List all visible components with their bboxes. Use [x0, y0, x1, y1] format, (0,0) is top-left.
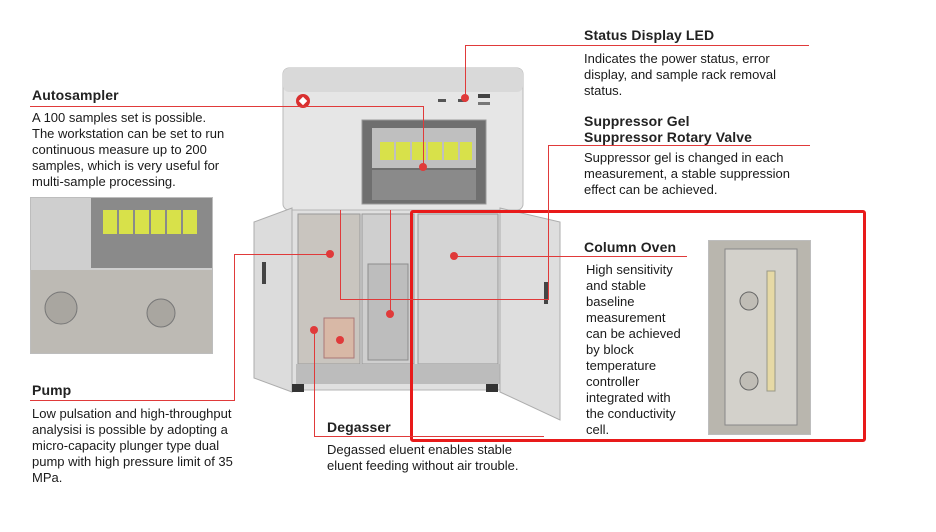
column-oven-highlight — [410, 210, 866, 442]
lower-cabinet — [253, 207, 561, 421]
autosampler-title: Autosampler — [32, 87, 119, 103]
top-unit — [282, 67, 524, 211]
column-oven-inset-photo — [708, 240, 811, 435]
autosampler-description: A 100 samples set is possible. The works… — [32, 110, 225, 189]
status-led-description: Indicates the power status, error displa… — [584, 51, 776, 98]
suppressor-title: Suppressor Gel Suppressor Rotary Valve — [584, 113, 753, 145]
column-oven-description: High sensitivity and stable baseline mea… — [586, 262, 681, 437]
autosampler-inset-photo — [30, 197, 213, 354]
sample-rack — [380, 142, 472, 160]
column-oven-title: Column Oven — [584, 239, 677, 255]
degasser-title: Degasser — [327, 419, 391, 435]
pump-title: Pump — [32, 382, 72, 398]
brand-logo-icon — [296, 94, 310, 108]
suppressor-description: Suppressor gel is changed in each measur… — [584, 150, 790, 197]
status-led-title: Status Display LED — [584, 27, 715, 43]
pump-description: Low pulsation and high-throughput analys… — [32, 406, 233, 485]
degasser-description: Degassed eluent enables stable eluent fe… — [327, 442, 519, 473]
